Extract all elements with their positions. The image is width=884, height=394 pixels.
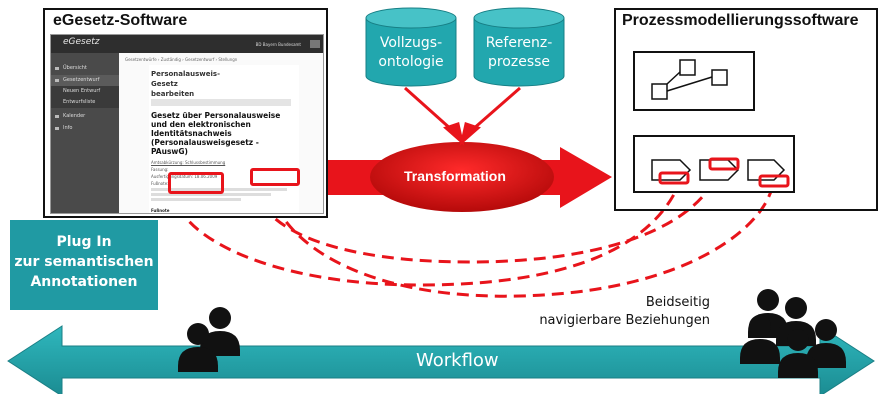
meta-line-1: Amtsabkürzung: Schlussbestimmung xyxy=(151,160,226,165)
transformation-label: Transformation xyxy=(404,168,506,184)
egesetz-topbar: BD Bayern Bundesamt xyxy=(119,35,323,53)
egesetz-software-title: eGesetz-Software xyxy=(53,12,188,29)
meta-line-4: Fußnote: xyxy=(151,181,169,186)
meta-line-3: Ausfertigungsdatum: 18.06.2009 xyxy=(151,174,218,179)
document-title: Personalausweis-Gesetz bearbeiten xyxy=(151,70,220,98)
sidebar-item-kalender[interactable]: Kalender xyxy=(51,111,119,122)
top-right-org: BD Bayern Bundesamt xyxy=(255,42,301,47)
egesetz-software-box: eGesetz-Software eGesetz Übersicht Geset… xyxy=(43,8,328,218)
ontology-arrows xyxy=(404,86,521,147)
logout-button[interactable] xyxy=(310,40,320,48)
plugin-line-1: Plug In xyxy=(56,234,112,250)
breadcrumb: Gesetzentwürfe › Zuständig › Gesetzentwu… xyxy=(125,57,238,62)
plugin-banner: Plug In zur semantischen Annotationen xyxy=(10,220,158,310)
annotation-marker-law-1 xyxy=(168,172,224,194)
egesetz-content: Gesetzentwürfe › Zuständig › Gesetzentwu… xyxy=(119,53,323,213)
sidebar-item-uebersicht[interactable]: Übersicht xyxy=(51,63,119,74)
people-icon-right xyxy=(740,289,846,378)
relation-link-1 xyxy=(173,181,682,287)
workflow-label: Workflow xyxy=(416,350,499,371)
law-title: Gesetz über Personalausweise und den ele… xyxy=(151,111,281,156)
cylinder-label-referenzprozesse: Referenz- prozesse xyxy=(485,35,553,70)
plugin-line-2: zur semantischen xyxy=(14,254,154,270)
cylinder-label-vollzugsontologie: Vollzugs- ontologie xyxy=(378,35,444,70)
annotation-marker-process-2 xyxy=(708,157,740,171)
process-model-lower xyxy=(633,135,795,193)
annotation-marker-process-1 xyxy=(658,171,690,185)
annotation-marker-process-3 xyxy=(758,174,790,188)
workflow-arrow xyxy=(7,325,875,394)
sidebar-item-gesetzentwurf[interactable]: Gesetzentwurf xyxy=(51,75,119,86)
egesetz-brand: eGesetz xyxy=(63,37,100,47)
meta-line-2: Fassung: xyxy=(151,167,169,172)
annotation-marker-law-2 xyxy=(250,168,300,186)
footer-label: Fußnote xyxy=(151,208,170,213)
relation-links xyxy=(173,167,774,298)
sidebar-item-entwurfsliste[interactable]: Entwurfsliste xyxy=(51,97,119,108)
cylinder-referenzprozesse xyxy=(473,7,565,87)
people-icon-left xyxy=(178,307,240,372)
relation-link-2 xyxy=(253,167,722,264)
plugin-line-3: Annotationen xyxy=(30,274,138,290)
prozessmodellierung-title: Prozessmodellierungssoftware xyxy=(622,12,859,29)
transformation-ellipse xyxy=(370,142,554,212)
egesetz-sidebar: eGesetz Übersicht Gesetzentwurf Neuen En… xyxy=(51,35,119,213)
cylinder-vollzugsontologie xyxy=(365,7,457,87)
editor-toolbar[interactable] xyxy=(151,99,291,106)
relation-link-3 xyxy=(268,187,774,298)
prozessmodellierung-box: Prozessmodellierungssoftware xyxy=(614,8,878,211)
process-model-upper xyxy=(633,51,755,111)
relations-label: Beidseitig navigierbare Beziehungen xyxy=(539,295,710,328)
sidebar-item-info[interactable]: Info xyxy=(51,123,119,134)
sidebar-item-neuer-entwurf[interactable]: Neuen Entwurf anlegen xyxy=(51,86,119,105)
document-panel: Personalausweis-Gesetz bearbeiten Gesetz… xyxy=(149,65,299,213)
